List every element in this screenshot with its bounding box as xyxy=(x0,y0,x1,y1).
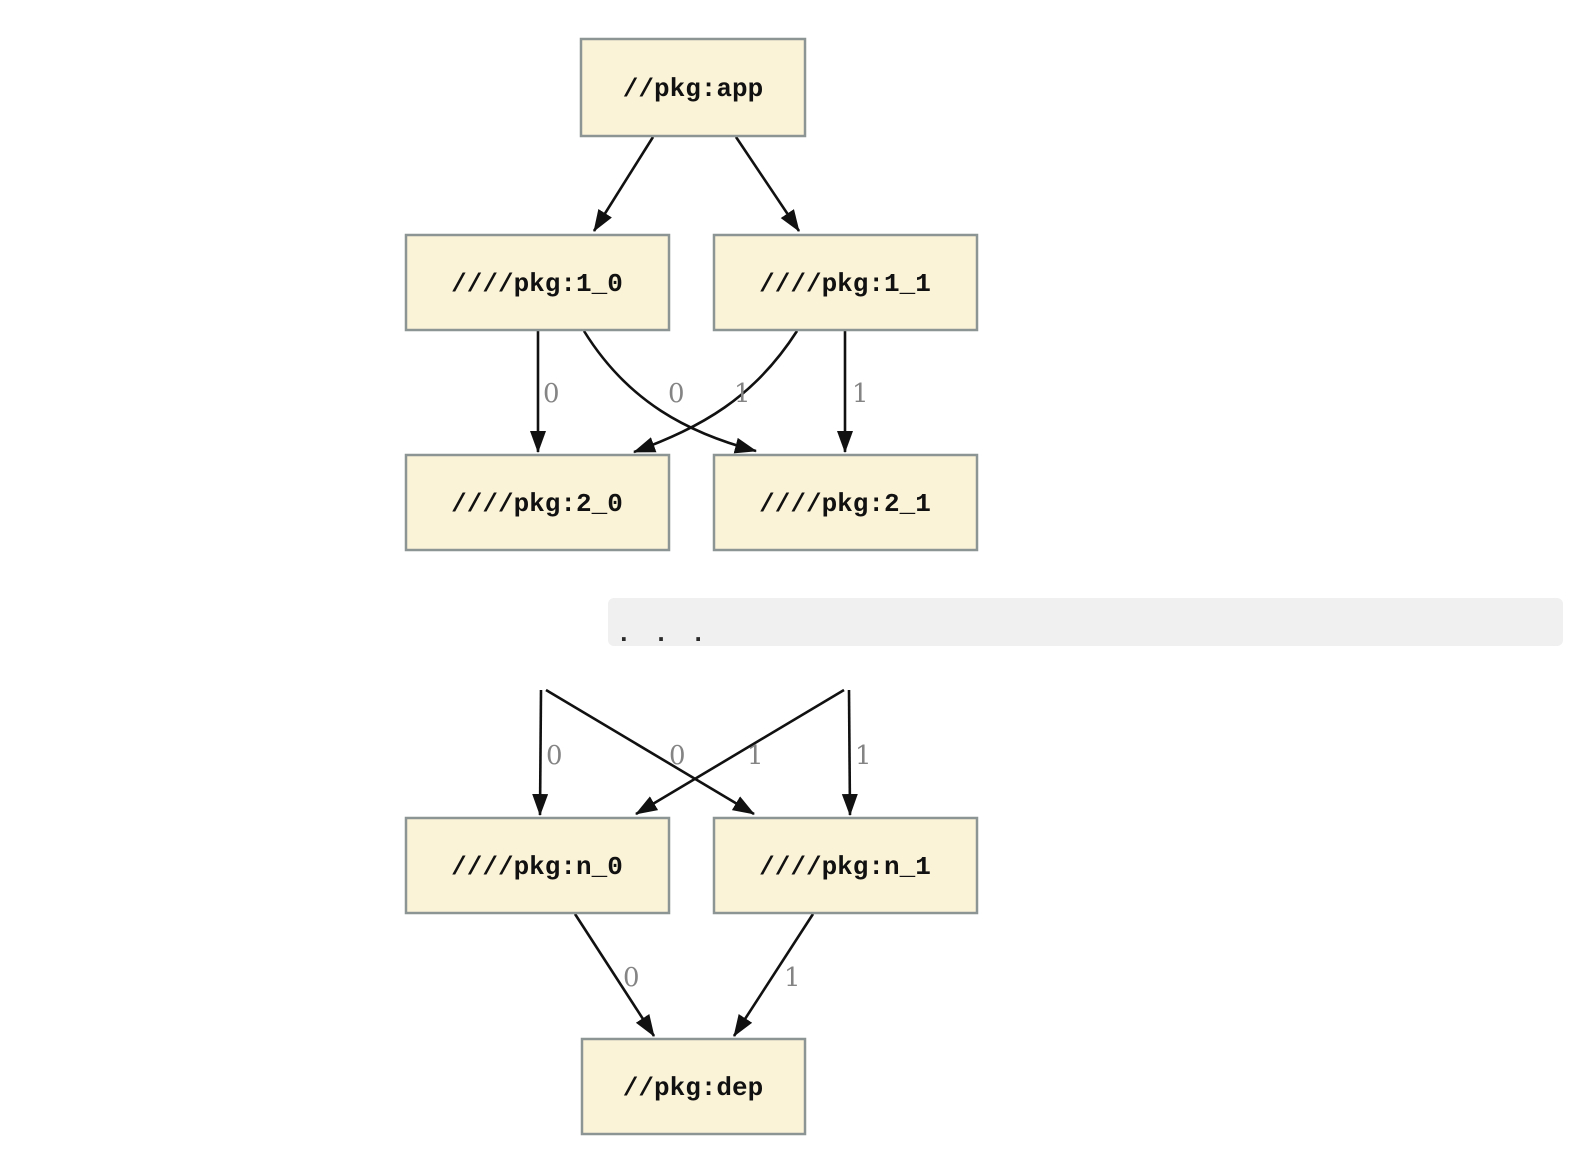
node-2_0: ////pkg:2_0 xyxy=(404,453,671,552)
node-app-label: //pkg:app xyxy=(623,74,763,104)
node-2_0-box xyxy=(404,453,671,552)
node-n_0-label: ////pkg:n_0 xyxy=(451,852,623,882)
ellipsis-dots: . . . xyxy=(616,619,709,649)
node-n_1-box xyxy=(712,816,979,915)
node-1_0-label: ////pkg:1_0 xyxy=(451,269,623,299)
edge-app-to-1_1 xyxy=(734,136,801,232)
edge-label: 0 xyxy=(668,379,685,409)
node-1_0-box xyxy=(404,233,671,332)
edge-1_1-to-2_0 xyxy=(633,330,799,454)
ellipsis-band: . . . xyxy=(608,598,1563,649)
node-1_1: ////pkg:1_1 xyxy=(712,233,979,332)
ellipsis-band-background xyxy=(608,598,1563,646)
edge-label: 0 xyxy=(546,741,563,771)
node-n_1: ////pkg:n_1 xyxy=(712,816,979,915)
node-app-box xyxy=(579,37,807,138)
edge-label: 0 xyxy=(669,741,686,771)
edge-ellipsis-to-n_0 xyxy=(532,689,549,816)
edge-label: 1 xyxy=(855,741,872,771)
node-2_1-box xyxy=(712,453,979,552)
edge-label: 1 xyxy=(784,963,801,993)
node-n_0-box xyxy=(404,816,671,915)
node-dep-box xyxy=(580,1037,807,1136)
node-dep-label: //pkg:dep xyxy=(623,1073,763,1103)
edge-n_1-to-dep xyxy=(732,913,815,1037)
edge-1_0-to-2_1 xyxy=(582,330,757,454)
edge-label: 0 xyxy=(623,963,640,993)
node-1_1-box xyxy=(712,233,979,332)
edge-app-to-1_0 xyxy=(592,136,655,232)
node-2_0-label: ////pkg:2_0 xyxy=(451,489,623,519)
node-2_1: ////pkg:2_1 xyxy=(712,453,979,552)
node-app: //pkg:app xyxy=(579,37,807,138)
edge-ellipsis-to-n_0-cross xyxy=(635,688,845,816)
edge-label: 1 xyxy=(852,379,869,409)
node-n_1-label: ////pkg:n_1 xyxy=(759,852,931,882)
edge-ellipsis-to-n_1 xyxy=(545,688,755,816)
node-2_1-label: ////pkg:2_1 xyxy=(759,489,931,519)
edge-ellipsis-to-n_1-straight xyxy=(841,689,858,816)
edge-label: 1 xyxy=(747,741,764,771)
node-1_0: ////pkg:1_0 xyxy=(404,233,671,332)
node-1_1-label: ////pkg:1_1 xyxy=(759,269,931,299)
edge-label: 1 xyxy=(734,379,751,409)
edge-n_0-to-dep xyxy=(573,913,656,1037)
node-dep: //pkg:dep xyxy=(580,1037,807,1136)
node-n_0: ////pkg:n_0 xyxy=(404,816,671,915)
edge-label: 0 xyxy=(543,379,560,409)
